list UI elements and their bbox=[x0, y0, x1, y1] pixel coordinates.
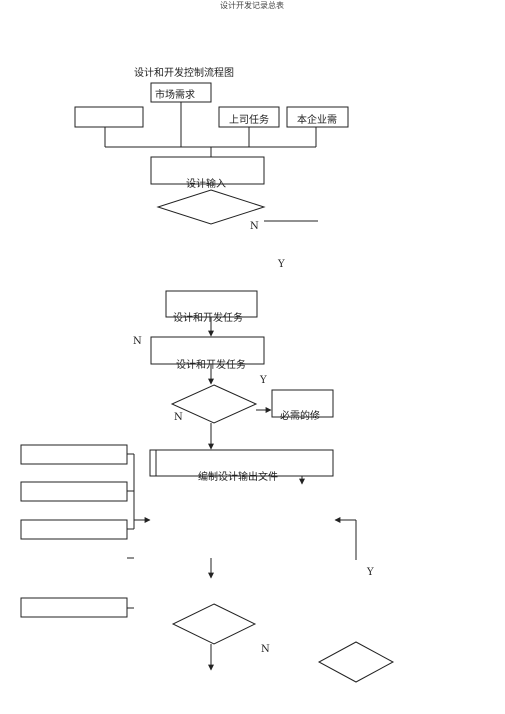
diagram-title: 设计和开发控制流程图 bbox=[134, 68, 234, 79]
output-review-diamond bbox=[171, 603, 257, 645]
superior-task-label: 上司任务 bbox=[229, 115, 269, 126]
rd-task-box-2 bbox=[150, 336, 265, 365]
revision-label: 必需的修 bbox=[280, 411, 320, 422]
revision-box bbox=[271, 389, 334, 418]
branch-label-y: Y bbox=[260, 375, 267, 386]
left-box-1 bbox=[20, 444, 128, 465]
rd-task-label-1: 设计和开发任务 bbox=[173, 313, 243, 324]
company-need-box bbox=[286, 106, 349, 128]
task-review-diamond bbox=[170, 384, 258, 424]
left-box-2 bbox=[20, 481, 128, 502]
output-docs-label: 编制设计输出文件 bbox=[198, 472, 278, 483]
branch-label-y: Y bbox=[367, 567, 374, 578]
left-box-3 bbox=[20, 519, 128, 540]
branch-label-n: N bbox=[250, 221, 259, 232]
output-docs-box bbox=[149, 449, 334, 477]
left-box-4 bbox=[20, 597, 128, 618]
design-input-box bbox=[150, 156, 265, 185]
verification-diamond bbox=[317, 641, 395, 683]
market-demand-label: 市场需求 bbox=[155, 90, 195, 101]
company-need-label: 本企业需 bbox=[297, 115, 337, 126]
branch-label-n: N bbox=[133, 336, 142, 347]
rd-task-label-2: 设计和开发任务 bbox=[176, 360, 246, 371]
branch-label-n: N bbox=[261, 644, 270, 655]
input-review-diamond bbox=[156, 189, 266, 225]
branch-label-n: N bbox=[174, 412, 183, 423]
branch-label-y: Y bbox=[278, 259, 285, 270]
design-input-label: 设计输入 bbox=[186, 179, 226, 190]
blank-source-box bbox=[74, 106, 144, 128]
page-header: 设计开发记录总表 bbox=[220, 1, 284, 10]
